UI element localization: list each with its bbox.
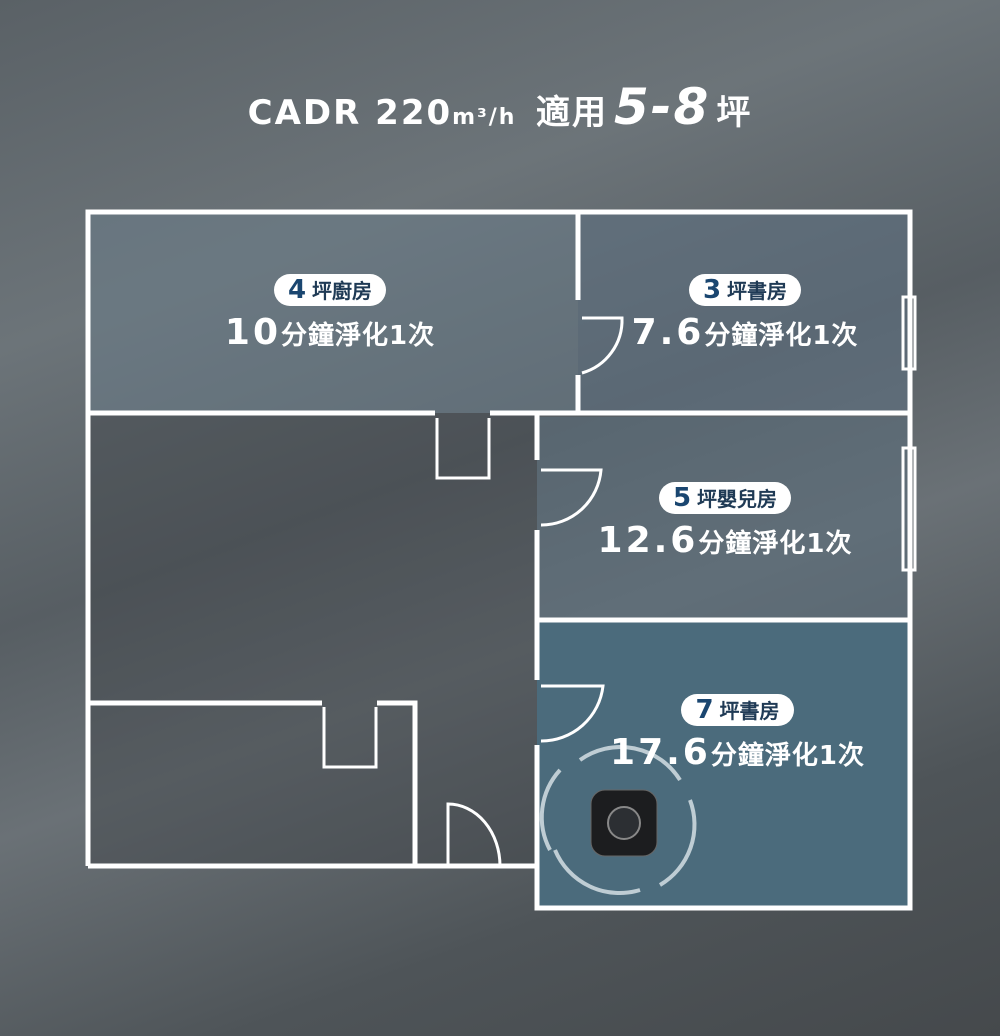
ping-range: 5-8 (613, 78, 711, 136)
cadr-unit: m³/h (452, 105, 517, 130)
applicable-label: 適用 (535, 93, 608, 133)
living-area (88, 413, 537, 866)
study-small-area (578, 212, 910, 413)
baby-room-area (537, 417, 910, 620)
kitchen-area (88, 212, 578, 413)
cadr-value: CADR 220 (247, 93, 453, 133)
walls (85, 209, 917, 911)
study-large-area (537, 622, 910, 908)
air-purifier-swirl (539, 745, 697, 896)
ping-unit: 坪 (716, 93, 753, 133)
